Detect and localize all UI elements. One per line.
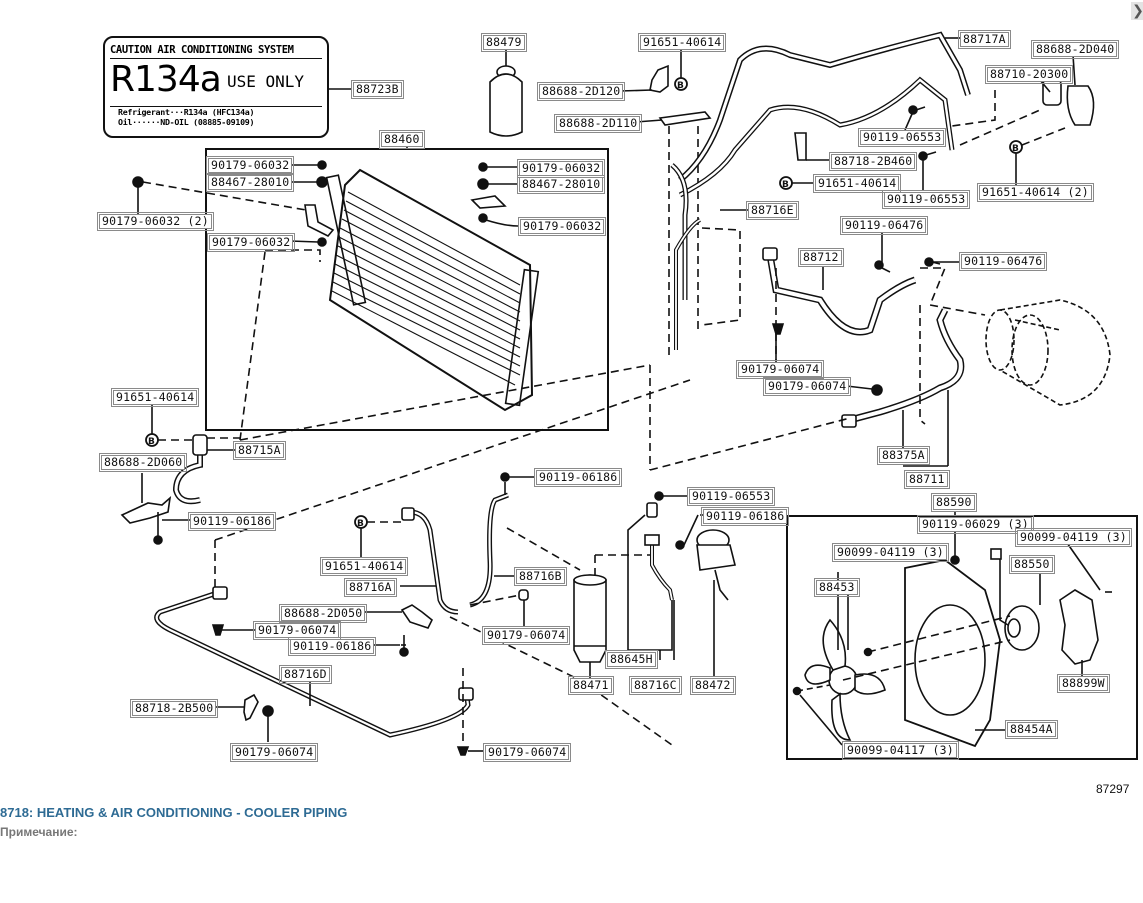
fan-shroud-icon (904, 559, 1001, 748)
part-label-90119-06186[interactable]: 90119-06186 (187, 512, 277, 531)
part-label-90179-06032[interactable]: 90179-06032 (206, 233, 296, 252)
part-label-88716D[interactable]: 88716D (279, 665, 332, 684)
part-label-88467-28010[interactable]: 88467-28010 (205, 173, 295, 192)
part-label-88550[interactable]: 88550 (1009, 555, 1055, 574)
part-label-90179-06074[interactable]: 90179-06074 (481, 626, 571, 645)
fan-group-frame (786, 515, 1138, 760)
part-label-88899W[interactable]: 88899W (1057, 674, 1110, 693)
part-label-88375A[interactable]: 88375A (877, 446, 930, 465)
refrigerant-line: Refrigerant···R134a (HFC134a) (118, 107, 255, 117)
part-label-90179-06074[interactable]: 90179-06074 (229, 743, 319, 762)
part-label-90119-06553[interactable]: 90119-06553 (686, 487, 776, 506)
use-only-text: USE ONLY (227, 72, 305, 91)
part-label-88471[interactable]: 88471 (568, 676, 614, 695)
part-label-90179-06032[interactable]: 90179-06032 (516, 159, 606, 178)
part-label-91651-40614-qty2[interactable]: 91651-40614 (2) (977, 183, 1094, 202)
part-label-88716C[interactable]: 88716C (629, 676, 682, 695)
part-label-88718-2B500[interactable]: 88718-2B500 (129, 699, 219, 718)
next-arrow-icon[interactable]: ❯ (1131, 2, 1143, 20)
section-title-link[interactable]: 8718: HEATING & AIR CONDITIONING - COOLE… (0, 805, 348, 820)
part-label-90119-06476[interactable]: 90119-06476 (839, 216, 929, 235)
part-label-88712[interactable]: 88712 (798, 248, 844, 267)
condenser-icon (325, 168, 540, 412)
part-label-88723B[interactable]: 88723B (351, 80, 404, 99)
part-label-88718-2B460[interactable]: 88718-2B460 (828, 152, 918, 171)
part-label-88645H[interactable]: 88645H (605, 650, 658, 669)
part-label-90179-06032[interactable]: 90179-06032 (205, 156, 295, 175)
part-label-91651-40614[interactable]: 91651-40614 (812, 174, 902, 193)
part-label-90119-06476[interactable]: 90119-06476 (958, 252, 1048, 271)
part-label-88454A[interactable]: 88454A (1005, 720, 1058, 739)
part-label-90119-06186[interactable]: 90119-06186 (533, 468, 623, 487)
caution-refrigerant-label: CAUTION AIR CONDITIONING SYSTEM R134a US… (103, 36, 329, 138)
part-label-90119-06553[interactable]: 90119-06553 (857, 128, 947, 147)
caution-heading: CAUTION AIR CONDITIONING SYSTEM (110, 42, 322, 59)
part-label-90119-06029-qty3[interactable]: 90119-06029 (3) (917, 515, 1034, 534)
refrigerant-type: R134a (110, 59, 222, 100)
diagram-artwork: B B (120, 31, 1138, 760)
part-label-88716B[interactable]: 88716B (514, 567, 567, 586)
part-label-88688-2D040[interactable]: 88688-2D040 (1030, 40, 1120, 59)
fan-motor-icon (1004, 605, 1040, 651)
part-label-90179-06074[interactable]: 90179-06074 (735, 360, 825, 379)
part-label-90179-06032[interactable]: 90179-06032 (517, 217, 607, 236)
part-label-88467-28010[interactable]: 88467-28010 (516, 175, 606, 194)
part-label-90179-06074[interactable]: 90179-06074 (252, 621, 342, 640)
part-label-91651-40614[interactable]: 91651-40614 (319, 557, 409, 576)
part-label-90179-06074[interactable]: 90179-06074 (762, 377, 852, 396)
part-label-90099-04119-qty3[interactable]: 90099-04119 (3) (1015, 528, 1132, 547)
motor-bracket-icon (1059, 589, 1099, 665)
part-label-90119-06186[interactable]: 90119-06186 (700, 507, 790, 526)
part-label-88715A[interactable]: 88715A (233, 441, 286, 460)
part-label-88590[interactable]: 88590 (931, 493, 977, 512)
svg-text:B: B (148, 437, 155, 447)
part-label-90179-06032-qty2[interactable]: 90179-06032 (2) (97, 212, 214, 231)
oil-line: Oil······ND-OIL (08885-09109) (118, 117, 255, 127)
part-label-88710-20300[interactable]: 88710-20300 (984, 65, 1074, 84)
part-label-90099-04117-qty3[interactable]: 90099-04117 (3) (842, 741, 959, 760)
part-label-88472[interactable]: 88472 (690, 676, 736, 695)
svg-text:B: B (357, 519, 364, 529)
diagram-number: 87297 (1096, 782, 1130, 796)
part-label-90119-06186[interactable]: 90119-06186 (287, 637, 377, 656)
svg-text:B: B (1012, 144, 1019, 154)
fan-blade-icon (804, 618, 886, 741)
part-label-90099-04119-qty3[interactable]: 90099-04119 (3) (832, 543, 949, 562)
receiver-dryer-icon (573, 574, 607, 663)
part-label-88460[interactable]: 88460 (379, 130, 425, 149)
part-label-88688-2D120[interactable]: 88688-2D120 (536, 82, 626, 101)
expansion-valve-icon (1042, 79, 1062, 106)
svg-text:B: B (677, 81, 684, 91)
caution-details: Refrigerant···R134a (HFC134a) Oil······N… (110, 106, 322, 127)
part-label-88716E[interactable]: 88716E (746, 201, 799, 220)
part-label-90119-06553[interactable]: 90119-06553 (881, 190, 971, 209)
part-label-91651-40614[interactable]: 91651-40614 (110, 388, 200, 407)
svg-text:B: B (782, 180, 789, 190)
part-label-88717A[interactable]: 88717A (958, 30, 1011, 49)
valve-block-icon (696, 529, 736, 601)
compressor-icon (985, 299, 1111, 406)
part-label-91651-40614[interactable]: 91651-40614 (637, 33, 727, 52)
part-label-88716A[interactable]: 88716A (344, 578, 397, 597)
part-label-88688-2D110[interactable]: 88688-2D110 (553, 114, 643, 133)
part-label-88711[interactable]: 88711 (904, 470, 950, 489)
note-label: Примечание: (0, 825, 78, 839)
cartridge-icon (489, 65, 523, 137)
part-label-88479[interactable]: 88479 (481, 33, 527, 52)
part-label-90179-06074[interactable]: 90179-06074 (482, 743, 572, 762)
part-label-88453[interactable]: 88453 (814, 578, 860, 597)
part-label-88688-2D060[interactable]: 88688-2D060 (98, 453, 188, 472)
part-label-88688-2D050[interactable]: 88688-2D050 (278, 604, 368, 623)
